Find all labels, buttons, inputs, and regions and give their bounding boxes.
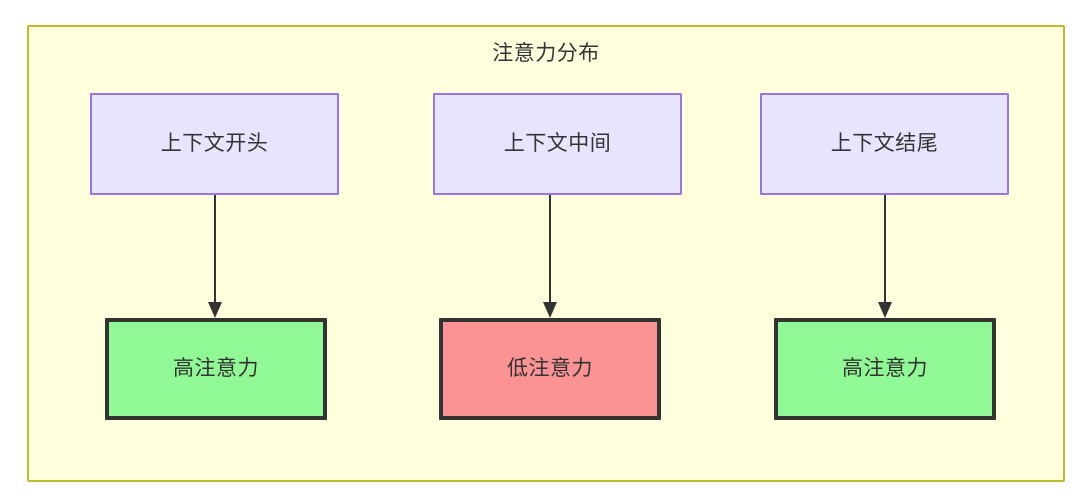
node-attention-end[interactable]: 高注意力 [774,318,996,420]
node-context-middle[interactable]: 上下文中间 [433,93,682,195]
subgraph-title: 注意力分布 [492,42,600,65]
attention-distribution-subgraph: 注意力分布 上下文开头 高注意力 上下文中间 [27,25,1065,482]
node-context-end[interactable]: 上下文结尾 [760,93,1009,195]
edge-middle-to-low [543,195,557,318]
edge-start-to-high [208,195,222,318]
node-attention-middle[interactable]: 低注意力 [439,318,661,420]
node-attention-start[interactable]: 高注意力 [105,318,327,420]
node-context-start[interactable]: 上下文开头 [90,93,339,195]
edge-end-to-high [878,195,892,318]
